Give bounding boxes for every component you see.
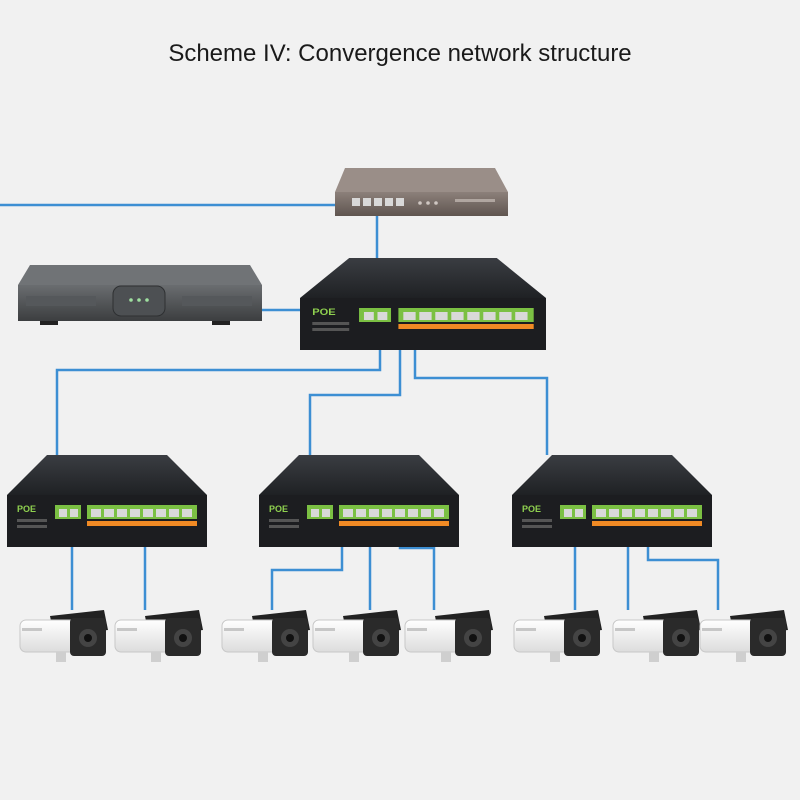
access-poe-switch-3 bbox=[512, 455, 712, 547]
access-poe-switch-2 bbox=[259, 455, 459, 547]
core-poe-switch bbox=[300, 258, 546, 350]
cable-core-switch-3 bbox=[413, 345, 549, 455]
camera-icon bbox=[114, 609, 204, 663]
camera-icon bbox=[19, 609, 109, 663]
camera-icon bbox=[404, 609, 494, 663]
cable-core-switch-1 bbox=[55, 345, 382, 455]
camera-icon bbox=[221, 609, 311, 663]
cable-sw2-cam3 bbox=[270, 530, 344, 610]
camera-icon bbox=[513, 609, 603, 663]
router-icon bbox=[335, 168, 508, 216]
access-poe-switch-1 bbox=[7, 455, 207, 547]
nvr-icon bbox=[18, 265, 262, 325]
camera-icon bbox=[312, 609, 402, 663]
diagram-title: Scheme IV: Convergence network structure bbox=[168, 40, 632, 67]
camera-icon bbox=[612, 609, 702, 663]
cable-core-switch-2 bbox=[308, 345, 402, 455]
camera-icon bbox=[699, 609, 789, 663]
